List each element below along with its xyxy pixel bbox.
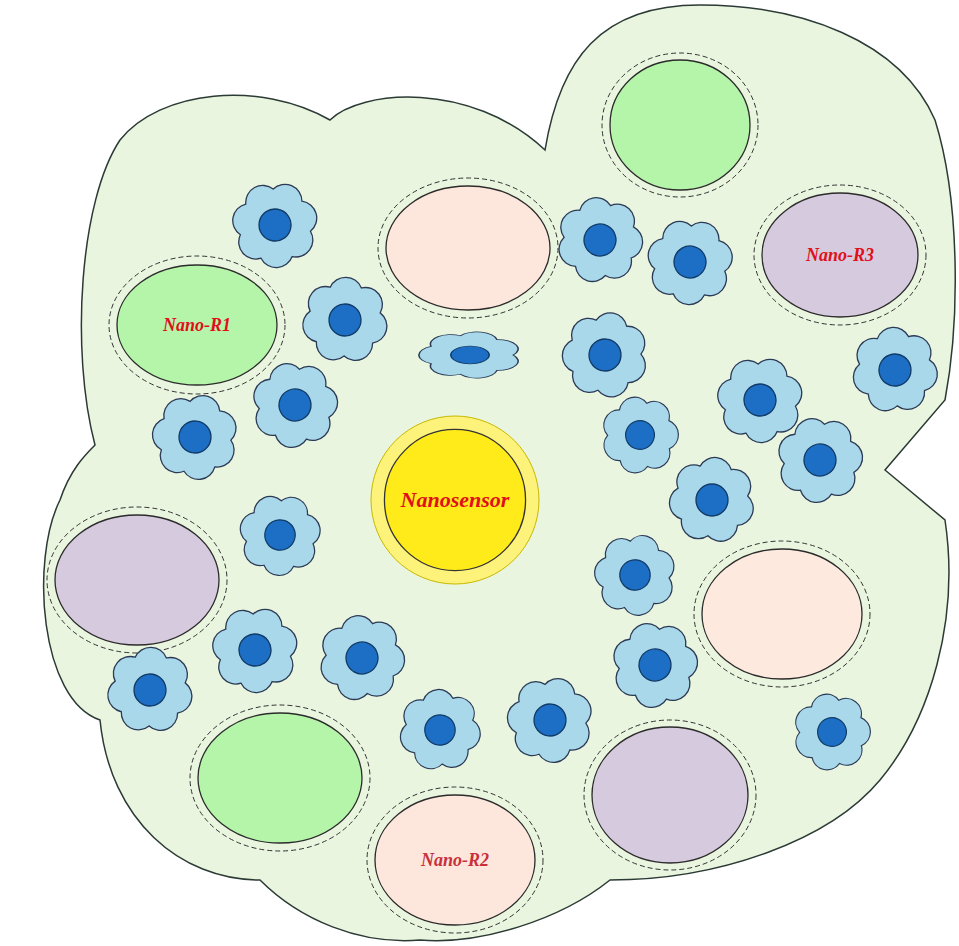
receiver-circle xyxy=(117,265,277,385)
node-label: Nano-R1 xyxy=(163,315,231,336)
receiver-circle xyxy=(375,795,535,925)
sensor-halo xyxy=(371,416,539,584)
node-label: Nanosensor xyxy=(401,487,510,513)
nanoparticle-circles xyxy=(55,60,862,863)
sensor-core xyxy=(384,429,525,570)
nano-receiver: Nano-R3 xyxy=(762,193,918,317)
node-label: Nano-R2 xyxy=(421,850,489,871)
nano-receiver: Nano-R1 xyxy=(117,265,277,385)
receiver-circle xyxy=(762,193,918,317)
tissue-region xyxy=(44,5,956,941)
node-label: Nano-R3 xyxy=(806,245,874,266)
nanoparticle-rings xyxy=(47,53,926,933)
nano-receiver: Nano-R2 xyxy=(375,795,535,925)
nanosensor-circle: Nanosensor xyxy=(371,416,539,584)
cells xyxy=(90,176,952,784)
